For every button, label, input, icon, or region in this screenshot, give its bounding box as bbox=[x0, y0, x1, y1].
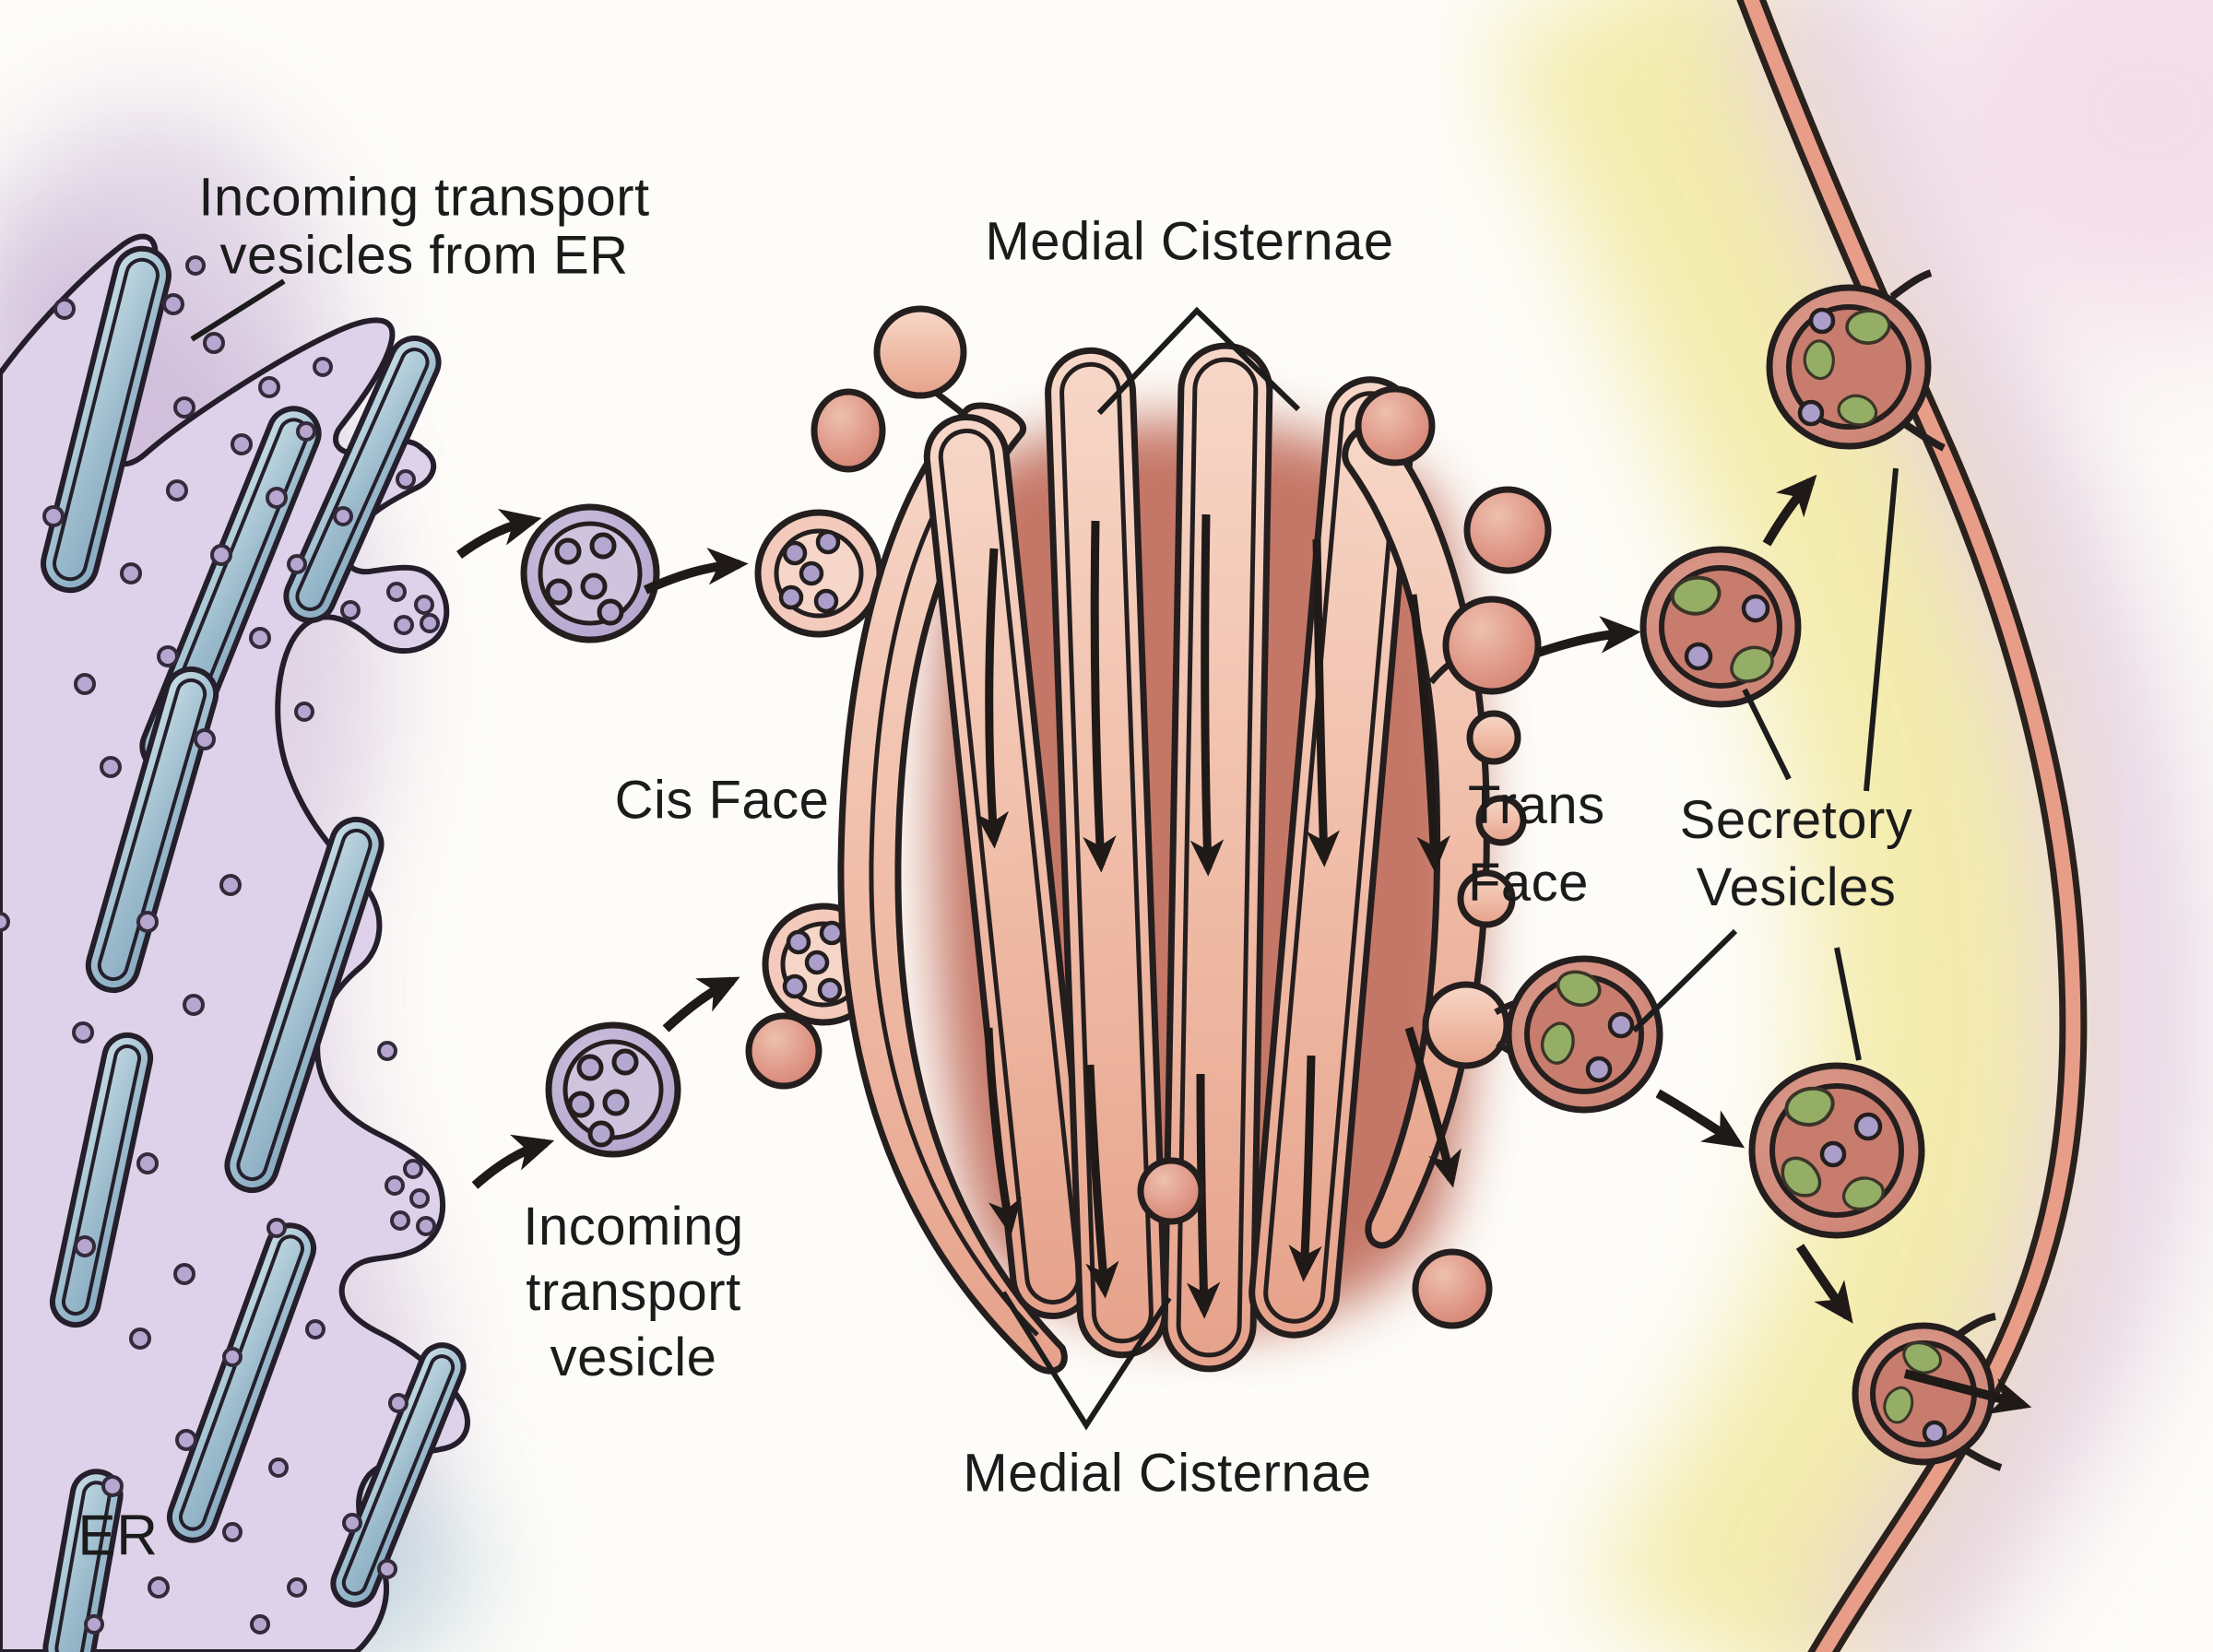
plain-vesicle-bottom-right bbox=[1412, 1248, 1493, 1329]
label-line: Face bbox=[1468, 853, 1589, 914]
label-line: transport bbox=[526, 1261, 741, 1322]
leader-medial-cisternae-bottom bbox=[1000, 1291, 1172, 1431]
leader-medial-cisternae-top bbox=[1096, 306, 1301, 416]
label-er: ER bbox=[77, 1504, 159, 1568]
exocytosis-vesicle-top bbox=[1766, 269, 1946, 452]
arrow-secretory-to-membrane-top bbox=[1762, 474, 1817, 547]
arrow-exocytosis-release bbox=[1903, 1369, 2032, 1414]
wash-yellow-cytoplasm bbox=[1485, 0, 2089, 1652]
exocytosis-vesicle-bottom bbox=[1852, 1313, 2003, 1471]
arrow-trans-to-secretory bbox=[1536, 616, 1641, 657]
label-cis-face: Cis Face bbox=[614, 770, 830, 831]
plain-vesicle-right bbox=[1355, 385, 1436, 466]
label-line: Trans bbox=[1468, 775, 1605, 835]
plain-vesicles bbox=[745, 385, 1552, 1329]
trans-face-bumps bbox=[1457, 710, 1527, 928]
cisterna-cis-inner bbox=[869, 442, 1039, 1337]
leader-incoming-vesicles-er bbox=[190, 278, 286, 342]
budding-vesicle-cis-top bbox=[873, 305, 967, 418]
label-medial-cisternae-bottom: Medial Cisternae bbox=[963, 1443, 1372, 1504]
plain-vesicle-bottom bbox=[1137, 1157, 1205, 1225]
label-trans-face: Trans Face bbox=[1468, 767, 1605, 922]
label-line: Incoming transport bbox=[198, 167, 650, 228]
secretory-vesicle-2 bbox=[1748, 1062, 1925, 1239]
golgi-apparatus bbox=[754, 305, 1542, 1375]
er-structure bbox=[0, 233, 470, 1652]
golgi-flow-arrows bbox=[975, 513, 1462, 1319]
label-line: Vesicles bbox=[1696, 857, 1897, 918]
transport-vesicle-lower bbox=[545, 1021, 681, 1158]
arrow-er-to-lower-vesicle bbox=[471, 1134, 555, 1189]
ribosome-dots bbox=[0, 255, 440, 1634]
label-leaders bbox=[190, 278, 1899, 1431]
arrow-upper-vesicle-to-cis bbox=[643, 547, 749, 595]
secretory-vesicle-budding bbox=[1422, 955, 1663, 1114]
cis-cup-dots bbox=[778, 529, 845, 1003]
plain-vesicle-free-right bbox=[1463, 486, 1552, 574]
label-line: vesicle bbox=[550, 1327, 717, 1387]
label-line: vesicles from ER bbox=[219, 225, 629, 285]
secretory-vesicle-1 bbox=[1639, 546, 1802, 708]
flow-arrows bbox=[456, 474, 2032, 1414]
label-line: Secretory bbox=[1679, 790, 1913, 850]
arrow-secretory2-to-membrane-bottom bbox=[1795, 1244, 1853, 1324]
label-line: Incoming bbox=[523, 1196, 744, 1257]
leader-secretory-1 bbox=[1864, 467, 1899, 792]
arrow-budding-to-secretory2 bbox=[1655, 1089, 1746, 1149]
label-medial-cisternae-top: Medial Cisternae bbox=[985, 211, 1394, 272]
plain-vesicle-cis-lower bbox=[745, 1012, 822, 1090]
plain-vesicle-top-left bbox=[811, 388, 886, 473]
leader-secretory-4 bbox=[1834, 947, 1862, 1061]
budding-vesicle-trans-upper bbox=[1428, 596, 1542, 695]
leader-secretory-2 bbox=[1742, 688, 1792, 781]
label-incoming-transport-vesicle: Incoming transport vesicle bbox=[523, 1195, 743, 1390]
arrow-lower-vesicle-to-cis bbox=[662, 976, 740, 1032]
wash-pink-corner bbox=[1899, 0, 2213, 341]
leader-secretory-3 bbox=[1631, 928, 1738, 1033]
label-secretory-vesicles: Secretory Vesicles bbox=[1680, 786, 1913, 921]
label-incoming-transport-vesicles-er: Incoming transport vesicles from ER bbox=[198, 169, 649, 284]
transport-vesicle-upper bbox=[520, 503, 660, 643]
arrow-er-to-upper-vesicle bbox=[456, 509, 542, 560]
cisterna-2 bbox=[923, 413, 1096, 1320]
